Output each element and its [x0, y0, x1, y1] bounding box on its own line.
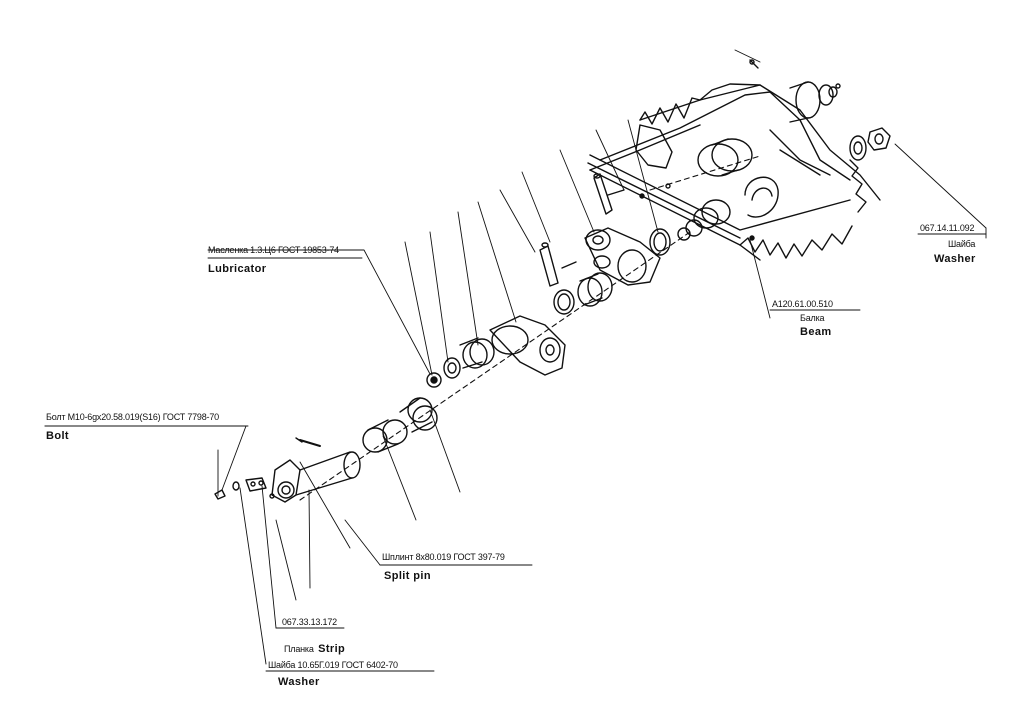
- leader-lines: [44, 49, 987, 665]
- middle-components: [426, 173, 671, 388]
- upper-axis-dashed: [649, 155, 761, 191]
- beam-assembly: [587, 59, 881, 261]
- label-underlines: [44, 233, 987, 672]
- lubricator-label-ru: Масленка 1.3.Ц6 ГОСТ 19853-74: [208, 245, 339, 255]
- bolt-label-ru: Болт М10-6gх20.58.019(S16) ГОСТ 7798-70: [46, 412, 219, 422]
- strip-label: Планка Strip: [284, 639, 345, 657]
- washer-right-label-en: Washer: [934, 253, 976, 265]
- washer-left-label-en: Washer: [278, 676, 320, 688]
- strip-label-en: Strip: [318, 643, 346, 655]
- washer-left-label-ru: Шайба 10.65Г.019 ГОСТ 6402-70: [268, 660, 398, 670]
- left-axle-with-lever: [271, 437, 361, 503]
- small-fasteners: [214, 477, 275, 500]
- washer-right-label-ru: Шайба: [948, 239, 976, 249]
- strip-label-ru: Планка: [284, 644, 314, 654]
- assembly-axis-dashed: [299, 231, 691, 501]
- lower-sleeves: [362, 397, 438, 453]
- split-pin-label-ru: Шплинт 8х80.019 ГОСТ 397-79: [382, 552, 505, 562]
- strip-code-label: 067.33.13.172: [282, 617, 337, 627]
- right-washer-and-nut: [849, 127, 891, 161]
- beam-code-label: А120.61.00.510: [772, 299, 833, 309]
- lubricator-label-en: Lubricator: [208, 263, 267, 275]
- bolt-label-en: Bolt: [46, 430, 69, 442]
- split-pin-label-en: Split pin: [384, 570, 431, 582]
- washer-right-code-label: 067.14.11.092: [920, 223, 975, 233]
- beam-label-ru: Балка: [800, 313, 825, 323]
- beam-label-en: Beam: [800, 326, 832, 338]
